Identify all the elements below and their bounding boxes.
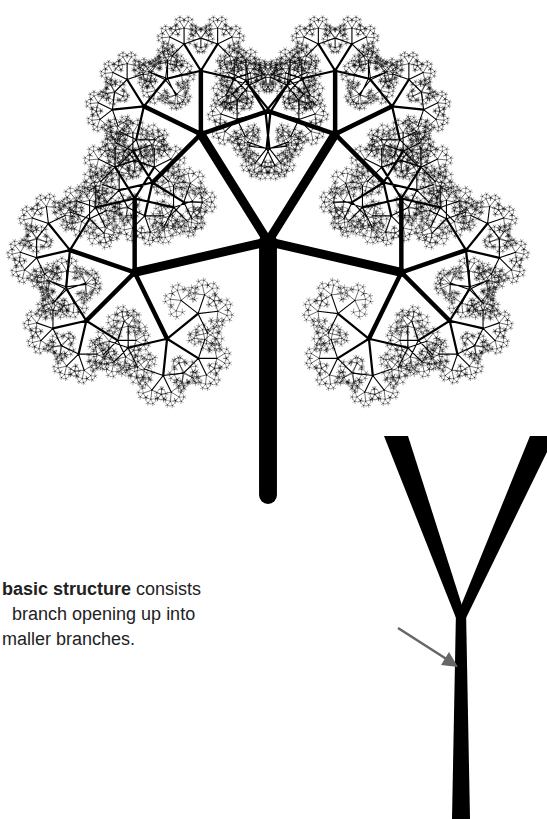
caption-text: consists [136,578,201,600]
basic-structure-zoom [384,436,547,819]
arrowhead [441,652,458,667]
tree-branch-level [135,134,402,272]
caption-text: branch opening up into [12,603,195,625]
tree-branch-level [8,17,528,405]
tree-branch-level [12,21,524,401]
zoom-right-branch [456,436,547,618]
zoom-trunk [452,610,470,819]
fractal-tree [6,16,530,495]
tree-branch-level [20,28,515,392]
tree-branch-level [259,242,277,495]
zoom-inset-ground [377,435,547,819]
caption-text: basic structure [2,578,131,600]
leader-arrow [398,628,458,667]
zoom-left-branch [384,436,466,618]
leader-line [398,628,448,660]
caption-text: maller branches. [2,628,135,650]
tree-branch-level [6,16,530,408]
